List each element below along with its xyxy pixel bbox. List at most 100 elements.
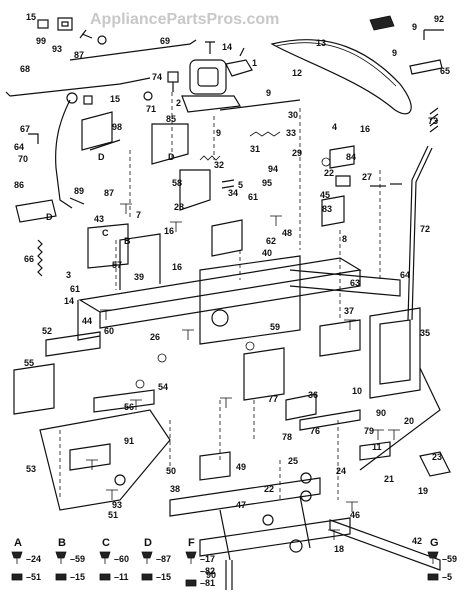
callout-c64a: 64	[14, 142, 24, 152]
callout-c71: 71	[146, 104, 156, 114]
legend-bottom-G: –5	[442, 572, 452, 582]
callout-c65: 65	[440, 66, 450, 76]
callout-c25: 25	[288, 456, 298, 466]
part-92-plate	[369, 15, 395, 31]
callout-c31: 31	[250, 144, 260, 154]
callout-c16c: 16	[172, 262, 182, 272]
callout-c59: 59	[270, 322, 280, 332]
legend-bottom-F: –81	[200, 578, 215, 588]
part-59-bracket	[243, 347, 285, 401]
callout-c61a: 61	[248, 192, 258, 202]
part-57-bracket	[87, 223, 129, 269]
callout-c51: 51	[108, 510, 118, 520]
part-49-bracket	[199, 451, 231, 481]
callout-c69: 69	[160, 36, 170, 46]
legend-bolt-icon	[99, 551, 111, 564]
callout-c26: 26	[150, 332, 160, 342]
callout-c95: 95	[262, 178, 272, 188]
callout-cDa: D	[98, 152, 105, 162]
legend-bolt-icon	[427, 551, 439, 564]
callout-c91: 91	[124, 436, 134, 446]
part-73-spring	[429, 107, 439, 133]
part-99-bracket	[57, 17, 73, 31]
callout-c38: 38	[170, 484, 180, 494]
fastener-legend: A–24–51B–59–15C–60–11D–87–15F–17–82–81G–…	[11, 537, 457, 588]
part-37-bracket	[319, 319, 361, 357]
legend-nut-icon	[141, 573, 153, 581]
callout-c13: 13	[316, 38, 326, 48]
callout-c63: 63	[350, 278, 360, 288]
callout-c86: 86	[14, 180, 24, 190]
callout-c23: 23	[432, 452, 442, 462]
callout-c9d: 9	[216, 128, 221, 138]
callout-c35: 35	[420, 328, 430, 338]
part-71-washer	[143, 91, 153, 101]
callout-c22a: 22	[324, 168, 334, 178]
callout-cDb: D	[168, 152, 175, 162]
part-55-plate	[13, 363, 55, 415]
callout-c21: 21	[384, 474, 394, 484]
callout-c22b: 22	[264, 484, 274, 494]
part-13-belt	[270, 39, 412, 115]
part-70-lever	[55, 92, 78, 209]
part-11-bracket	[359, 441, 391, 461]
legend-letter-F: F	[188, 537, 195, 549]
part-72-rod	[407, 145, 433, 321]
part-68-rod	[5, 77, 151, 97]
part-36-plate	[285, 393, 317, 421]
part-58-bracket	[179, 169, 211, 211]
callout-c28: 28	[174, 202, 184, 212]
callout-c11: 11	[372, 442, 382, 452]
callout-c55: 55	[24, 358, 34, 368]
callout-c87b: 87	[104, 188, 114, 198]
callout-c37: 37	[344, 306, 354, 316]
part-56-plate	[93, 389, 155, 413]
callout-c16a: 16	[360, 124, 370, 134]
legend-bottom-A: –51	[26, 572, 41, 582]
callout-c54a: 54	[158, 382, 168, 392]
legend-bolt-icon	[55, 551, 67, 564]
callout-c40: 40	[262, 248, 272, 258]
callout-c56: 56	[124, 402, 134, 412]
legend-letter-D: D	[144, 537, 152, 549]
part-42-arm	[329, 519, 441, 571]
callout-cDc: D	[46, 212, 53, 222]
callout-c78: 78	[282, 432, 292, 442]
legend-top-A: –24	[26, 554, 41, 564]
legend-letter-C: C	[102, 537, 110, 549]
part-15-nut-b	[83, 95, 93, 105]
part-69-rod	[69, 39, 197, 61]
callout-c12: 12	[292, 68, 302, 78]
callout-c61b: 61	[70, 284, 80, 294]
callout-c1: 1	[252, 58, 257, 68]
part-30-rod	[219, 99, 301, 111]
callout-c90a: 90	[376, 408, 386, 418]
part-1-valve-assembly	[181, 47, 253, 113]
legend-nut-icon	[99, 573, 111, 581]
legend-bolt-icon	[141, 551, 153, 564]
callout-c29: 29	[292, 148, 302, 158]
hardware-bolts	[86, 157, 400, 540]
part-86-bracket	[15, 199, 57, 223]
callout-c70: 70	[18, 154, 28, 164]
callout-c85: 85	[166, 114, 176, 124]
callout-cC: C	[102, 228, 109, 238]
part-89-bolt	[69, 197, 85, 205]
callout-c8: 8	[342, 234, 347, 244]
callout-c2: 2	[176, 98, 181, 108]
part-35-bracket	[369, 307, 421, 399]
callout-c43a: 43	[94, 214, 104, 224]
callout-c30: 30	[288, 110, 298, 120]
legend-bottom-D: –15	[156, 572, 171, 582]
part-66-spring	[37, 239, 43, 277]
callout-c74: 74	[152, 72, 162, 82]
callout-c7: 7	[136, 210, 141, 220]
part-95-bolt	[221, 179, 235, 189]
callout-cB: B	[124, 236, 131, 246]
callout-c5: 5	[238, 180, 243, 190]
part-62-bracket	[211, 219, 243, 257]
callout-c76: 76	[310, 426, 320, 436]
part-50-deck-bracket	[39, 409, 171, 511]
callout-c33: 33	[286, 128, 296, 138]
part-14-bolt	[205, 41, 215, 54]
